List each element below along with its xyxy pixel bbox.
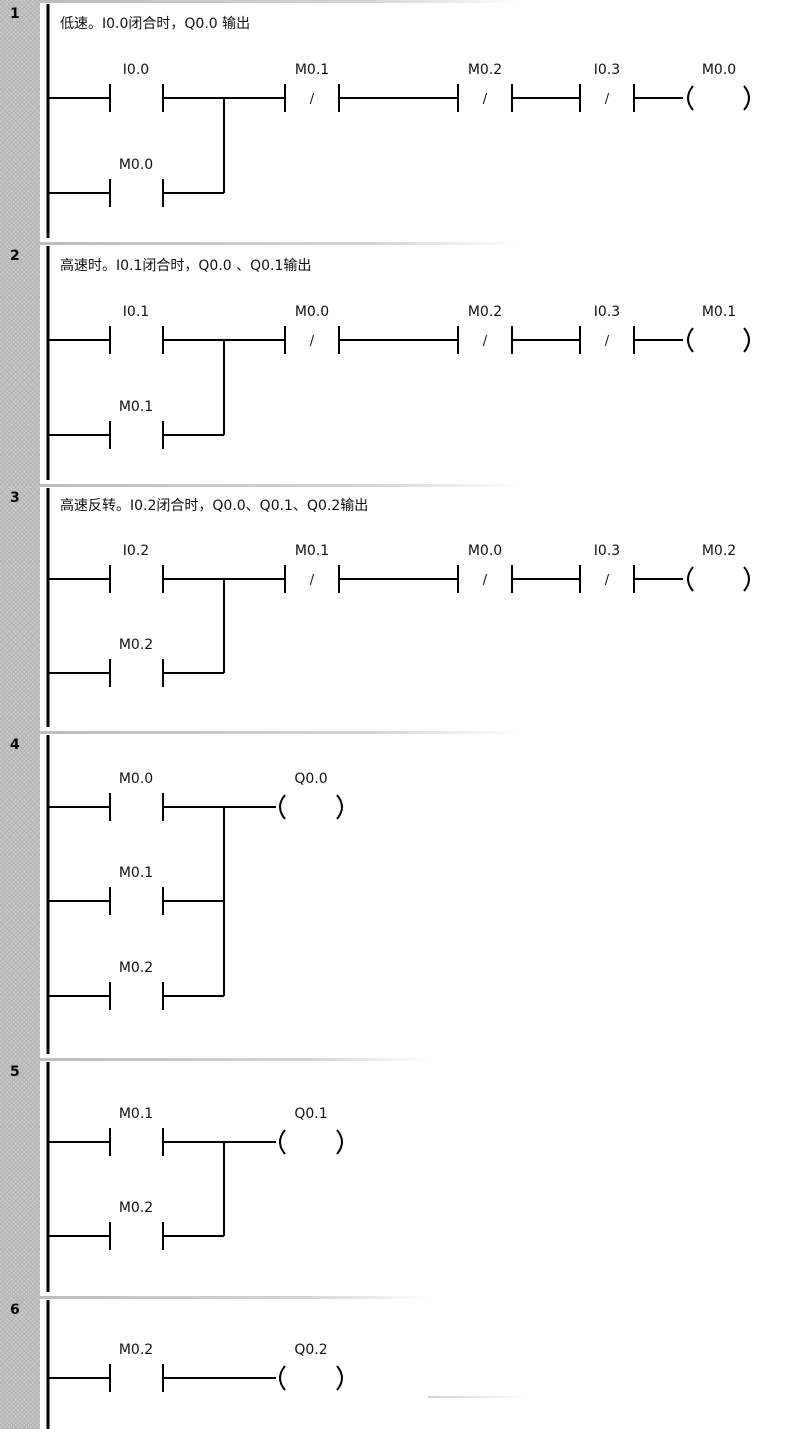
contact-address: M0.1 [119,865,153,881]
network-2[interactable]: 2 高速时。I0.1闭合时，Q0.0 、Q0.1输出 I0.1 M0.1 / [0,242,799,484]
network-5[interactable]: 5 M0.1 M0.2 Q0.1 [0,1058,799,1296]
nc-mark: / [483,92,488,107]
coil-address: M0.2 [702,543,736,559]
contact-address: M0.0 [119,157,153,173]
contact-address: M0.0 [119,771,153,787]
coil-address: Q0.0 [294,771,327,787]
contact-address: M0.0 [295,304,329,320]
contact-address: M0.2 [119,637,153,653]
nc-mark: / [483,334,488,349]
contact-nc[interactable]: / M0.1 [284,62,340,112]
network-separator [40,731,520,734]
output-coil[interactable]: Q0.0 [279,771,343,820]
footer-divider [428,1396,528,1398]
network-gutter [0,1058,40,1296]
output-coil[interactable]: M0.1 [687,304,750,353]
network-6[interactable]: 6 M0.2 Q0.2 [0,1296,799,1429]
nc-mark: / [310,92,315,107]
contact-address: M0.1 [295,543,329,559]
network-gutter [0,731,40,1058]
network-comment[interactable]: 低速。I0.0闭合时，Q0.0 输出 [60,16,250,32]
network-comment[interactable]: 高速时。I0.1闭合时，Q0.0 、Q0.1输出 [60,257,311,274]
coil-address: Q0.1 [294,1106,327,1122]
contact-nc[interactable]: / M0.0 [457,543,513,593]
contact-no[interactable]: M0.2 [109,960,164,1010]
rung-diagram: 高速反转。I0.2闭合时，Q0.0、Q0.1、Q0.2输出 I0.2 M0.2 … [46,488,750,727]
contact-no[interactable]: M0.0 [109,771,164,821]
output-coil[interactable]: M0.2 [687,543,750,592]
network-separator [40,0,520,3]
network-number[interactable]: 3 [10,490,20,506]
contact-address: M0.0 [468,543,502,559]
network-3[interactable]: 3 高速反转。I0.2闭合时，Q0.0、Q0.1、Q0.2输出 I0.2 M0.… [0,484,799,731]
network-gutter [0,242,40,484]
contact-no[interactable]: M0.0 [109,157,164,207]
nc-mark: / [605,334,610,349]
output-coil[interactable]: Q0.1 [279,1106,343,1155]
network-comment[interactable]: 高速反转。I0.2闭合时，Q0.0、Q0.1、Q0.2输出 [60,497,368,514]
network-number[interactable]: 2 [10,248,20,264]
contact-no[interactable]: I0.1 [109,304,164,354]
network-gutter [0,0,40,242]
contact-no[interactable]: M0.1 [109,1106,164,1156]
contact-address: M0.2 [468,304,502,320]
output-coil[interactable]: M0.0 [687,62,750,111]
contact-address: M0.1 [295,62,329,78]
network-separator [40,242,520,245]
coil-address: Q0.2 [294,1342,327,1358]
contact-no[interactable]: M0.2 [109,1342,164,1392]
rung-diagram: 低速。I0.0闭合时，Q0.0 输出 I0.0 M0.0 [46,4,750,238]
network-gutter [0,484,40,731]
output-coil[interactable]: Q0.2 [279,1342,343,1391]
rung-diagram: 高速时。I0.1闭合时，Q0.0 、Q0.1输出 I0.1 M0.1 / M0.… [46,246,750,480]
contact-nc[interactable]: / I0.3 [579,304,635,354]
network-number[interactable]: 4 [10,737,20,753]
rung-diagram: M0.2 Q0.2 [46,1300,343,1429]
network-number[interactable]: 5 [10,1064,20,1080]
nc-mark: / [605,573,610,588]
contact-address: I0.2 [123,543,149,559]
contact-address: I0.3 [594,62,620,78]
network-separator [40,1296,430,1299]
contact-no[interactable]: M0.1 [109,399,164,449]
contact-address: M0.2 [468,62,502,78]
contact-address: I0.3 [594,543,620,559]
network-number[interactable]: 6 [10,1302,20,1318]
nc-mark: / [605,92,610,107]
contact-address: M0.2 [119,1200,153,1216]
contact-no[interactable]: I0.0 [109,62,164,112]
network-1[interactable]: 1 低速。I0.0闭合时，Q0.0 输出 I0.0 M0.0 [0,0,799,242]
coil-address: M0.1 [702,304,736,320]
network-number[interactable]: 1 [10,6,20,22]
network-4[interactable]: 4 M0.0 M0.1 M0.2 Q0.0 [0,731,799,1058]
contact-no[interactable]: M0.2 [109,1200,164,1250]
contact-address: M0.2 [119,960,153,976]
contact-no[interactable]: M0.1 [109,865,164,915]
contact-address: M0.2 [119,1342,153,1358]
contact-nc[interactable]: / M0.1 [284,543,340,593]
rung-diagram: M0.1 M0.2 Q0.1 [46,1062,343,1292]
contact-nc[interactable]: / M0.2 [457,62,513,112]
contact-nc[interactable]: / M0.2 [457,304,513,354]
nc-mark: / [483,573,488,588]
contact-address: I0.3 [594,304,620,320]
nc-mark: / [310,573,315,588]
contact-no[interactable]: M0.2 [109,637,164,687]
coil-address: M0.0 [702,62,736,78]
nc-mark: / [310,334,315,349]
contact-nc[interactable]: / I0.3 [579,543,635,593]
network-gutter [0,1296,40,1429]
rung-diagram: M0.0 M0.1 M0.2 Q0.0 [46,735,343,1054]
contact-address: M0.1 [119,399,153,415]
contact-nc[interactable]: / I0.3 [579,62,635,112]
network-separator [40,484,520,487]
contact-address: I0.0 [123,62,149,78]
contact-address: I0.1 [123,304,149,320]
network-separator [40,1058,430,1061]
contact-address: M0.1 [119,1106,153,1122]
contact-nc[interactable]: / M0.0 [284,304,340,354]
contact-no[interactable]: I0.2 [109,543,164,593]
